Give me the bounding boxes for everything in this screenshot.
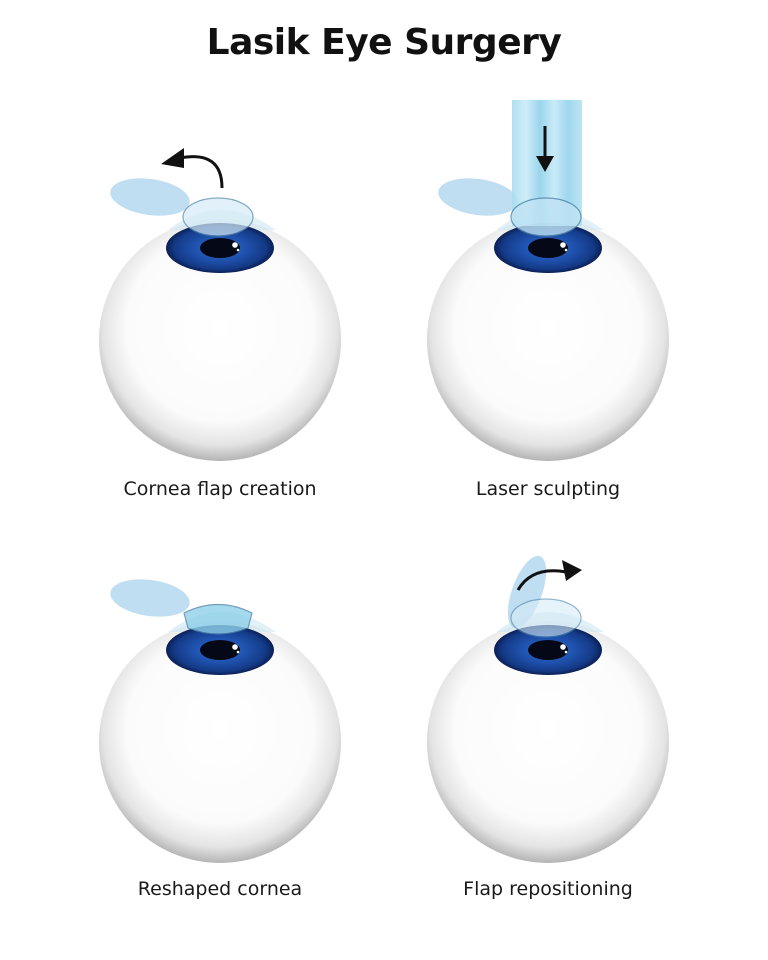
panel-reshaped-cornea: Reshaped cornea <box>0 490 384 900</box>
step-label: Reshaped cornea <box>137 878 303 900</box>
eyeball-icon <box>99 210 341 461</box>
panel-cornea-flap-creation: Cornea flap creation <box>0 90 384 500</box>
corneal-flap-icon <box>110 178 254 237</box>
corneal-flap-icon <box>438 178 518 216</box>
step-label: Flap repositioning <box>463 878 633 900</box>
down-arrow-icon <box>536 126 554 172</box>
step-label: Laser sculpting <box>475 478 621 500</box>
eyeball-icon <box>427 612 669 863</box>
eyeball-icon <box>99 612 341 863</box>
step-label: Cornea flap creation <box>123 478 317 500</box>
curved-arrow-right-icon <box>516 560 582 591</box>
panel-flap-repositioning: Flap repositioning <box>384 490 768 900</box>
corneal-flap-icon <box>110 579 253 635</box>
eyeball-icon <box>427 210 669 461</box>
page-title: Lasik Eye Surgery <box>206 22 562 63</box>
curved-arrow-left-icon <box>161 148 224 189</box>
panel-laser-sculpting: Laser sculpting <box>384 90 768 500</box>
